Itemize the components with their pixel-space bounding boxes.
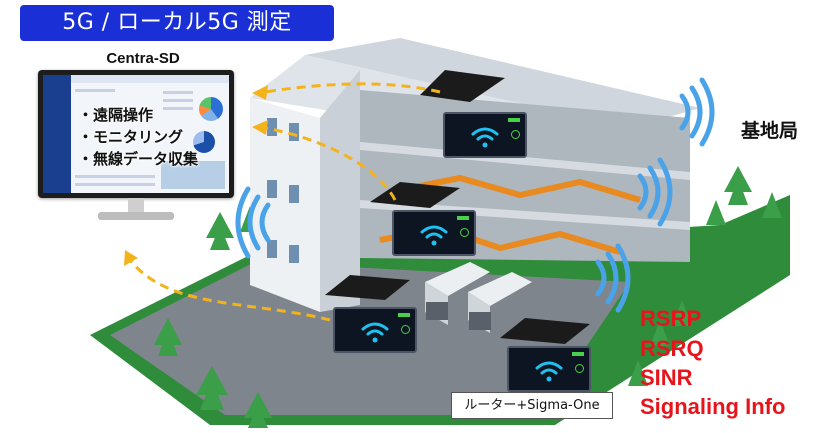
feature-remote-operation: ・遠隔操作 <box>78 104 153 125</box>
monitor-title: Centra-SD <box>88 50 198 67</box>
router-label: ルーター+Sigma-One <box>451 392 613 419</box>
wifi-icon <box>359 317 391 345</box>
feature-data-collection: ・無線データ収集 <box>78 148 198 169</box>
feature-monitoring: ・モニタリング <box>78 126 183 147</box>
metric-rsrq: RSRQ <box>640 337 704 361</box>
metric-signaling-info: Signaling Info <box>640 395 785 419</box>
wifi-icon <box>533 356 565 384</box>
metric-rsrp: RSRP <box>640 307 701 331</box>
router-device-floor2 <box>392 210 476 256</box>
monitor-base <box>98 212 174 220</box>
metric-sinr: SINR <box>640 366 693 390</box>
page-title: 5G / ローカル5G 測定 <box>20 5 334 41</box>
router-device-floor3 <box>443 112 527 158</box>
router-device-outdoor <box>507 346 591 392</box>
base-station-label: 基地局 <box>741 116 798 143</box>
router-device-floor1 <box>333 307 417 353</box>
wifi-icon <box>469 122 501 150</box>
wifi-icon <box>418 220 450 248</box>
